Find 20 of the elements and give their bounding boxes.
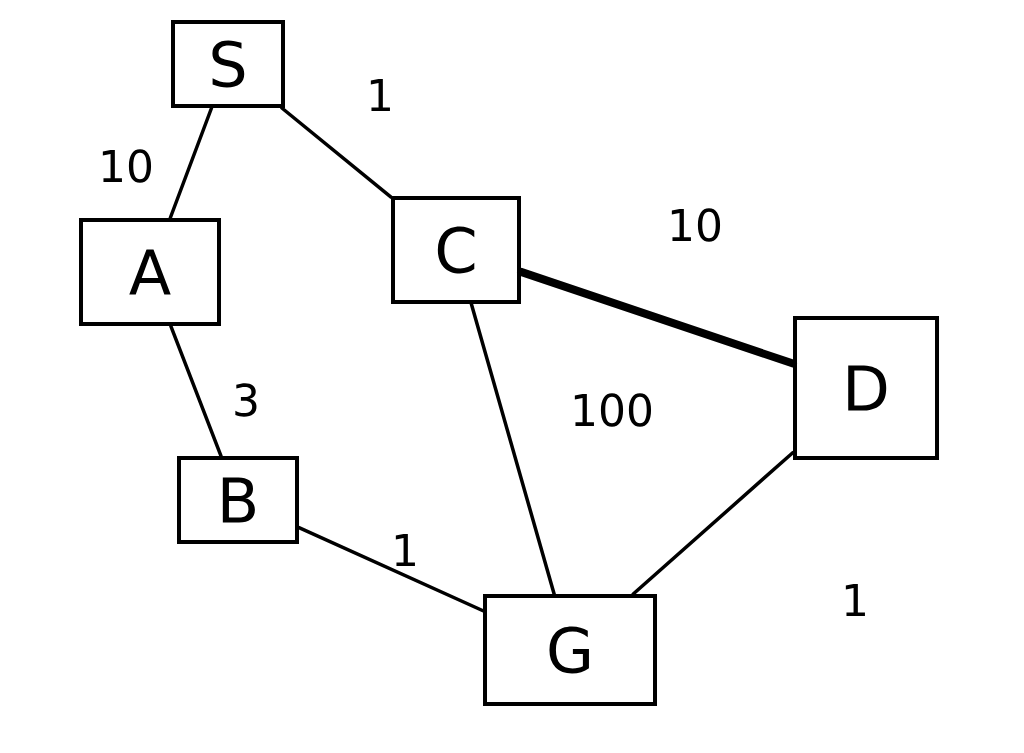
letter-box: D	[793, 316, 939, 460]
letter-box: B	[177, 456, 299, 544]
connector-line	[469, 302, 556, 596]
edge-label: 10	[671, 208, 721, 242]
edge-label: 1	[845, 583, 865, 617]
connector-line	[280, 106, 393, 199]
letter-box: G	[483, 594, 657, 706]
connector-line	[297, 525, 485, 613]
connector-line	[168, 106, 214, 220]
edge-label: 100	[574, 393, 652, 427]
connector-line	[631, 450, 795, 596]
connector-line	[517, 267, 797, 368]
letter-box: A	[79, 218, 221, 326]
edge-label: 10	[102, 149, 152, 183]
edge-label: 3	[235, 383, 257, 417]
letter-box: S	[171, 20, 285, 108]
letter-box: C	[391, 196, 521, 304]
connector-line	[169, 324, 223, 458]
edge-label: 1	[395, 533, 415, 567]
edge-label: 1	[370, 78, 390, 112]
